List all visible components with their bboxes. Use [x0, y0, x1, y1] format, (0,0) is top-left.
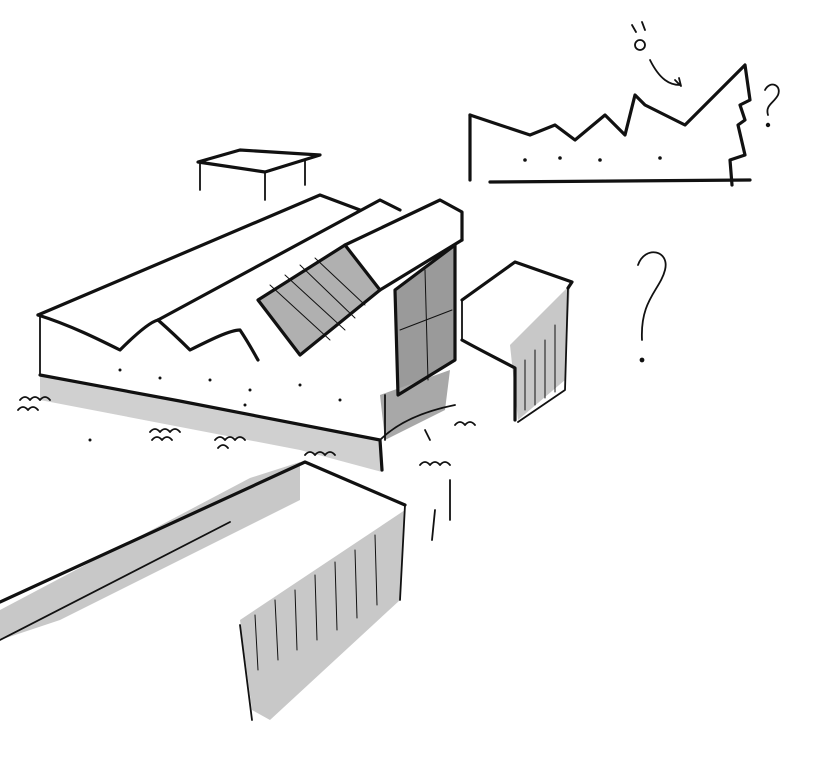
lower-block — [0, 460, 407, 721]
skyline-sketch — [468, 21, 752, 187]
shadows — [0, 245, 570, 720]
right-block — [460, 260, 574, 423]
question-marks — [637, 83, 780, 363]
main-building — [36, 193, 464, 472]
roof-element — [196, 148, 322, 201]
vegetation-scribbles — [17, 396, 476, 541]
texture-dots — [88, 368, 342, 442]
